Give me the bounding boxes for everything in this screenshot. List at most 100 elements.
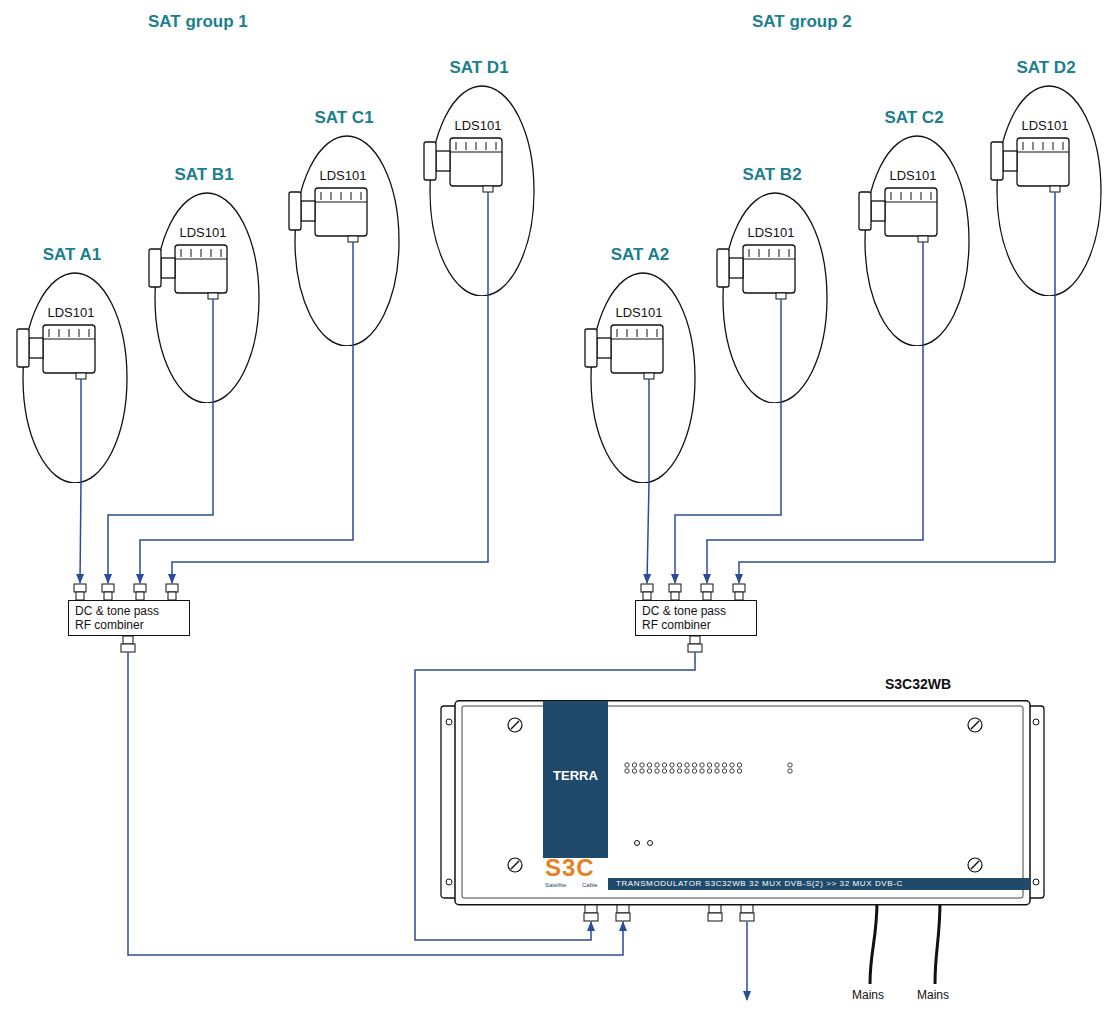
f-connector-nut bbox=[740, 913, 754, 921]
lnb-neck bbox=[729, 258, 743, 278]
lnb-output bbox=[348, 236, 358, 242]
status-led bbox=[788, 763, 792, 767]
status-led bbox=[647, 769, 651, 773]
dish-heading: SAT D2 bbox=[987, 58, 1105, 78]
f-connector-body bbox=[671, 592, 679, 600]
lnb-body bbox=[611, 325, 663, 373]
status-led bbox=[692, 769, 696, 773]
lnb-output bbox=[208, 293, 218, 299]
f-connector-nut bbox=[701, 584, 713, 592]
lnb-body bbox=[743, 245, 795, 293]
lnb-neck bbox=[301, 201, 315, 221]
lnb-model: LDS101 bbox=[293, 168, 393, 183]
lnb-rib bbox=[1063, 142, 1064, 150]
lnb-rib bbox=[657, 329, 658, 337]
status-led bbox=[722, 763, 726, 767]
lnb-rib bbox=[49, 329, 50, 337]
group-label: Mains bbox=[852, 988, 884, 1002]
lnb-rib bbox=[59, 329, 60, 337]
satellite-dish: SAT D2 LDS101 bbox=[987, 58, 1105, 296]
lnb-horn bbox=[17, 329, 29, 367]
lnb-rib bbox=[617, 329, 618, 337]
status-led bbox=[635, 841, 640, 846]
lnb-horn bbox=[149, 249, 161, 287]
lnb-rib bbox=[1023, 142, 1024, 150]
lnb-cable bbox=[352, 242, 354, 346]
dish-reflector bbox=[591, 273, 695, 483]
lnb-seam bbox=[1017, 152, 1069, 153]
f-connector-nut bbox=[166, 584, 178, 592]
status-led bbox=[632, 763, 636, 767]
screw-slot bbox=[971, 721, 979, 729]
lnb-seam bbox=[315, 202, 367, 203]
f-connector-body bbox=[643, 592, 651, 600]
lnb-rib bbox=[647, 329, 648, 337]
mounting-hole bbox=[446, 719, 452, 725]
satellite-dish: SAT B2LDS101 bbox=[713, 165, 831, 403]
dish-heading: SAT D1 bbox=[420, 58, 538, 78]
status-led bbox=[707, 769, 711, 773]
screw bbox=[508, 718, 522, 732]
dish-drawing bbox=[285, 108, 403, 346]
lnb-body bbox=[450, 138, 502, 186]
dish-drawing bbox=[987, 58, 1105, 296]
status-led bbox=[700, 763, 704, 767]
status-led bbox=[670, 769, 674, 773]
f-connector-nut bbox=[688, 644, 702, 652]
screw bbox=[968, 858, 982, 872]
status-led bbox=[655, 769, 659, 773]
f-connector-nut bbox=[616, 913, 630, 921]
lnb-rib bbox=[191, 249, 192, 257]
lnb-rib bbox=[181, 249, 182, 257]
f-connector-body bbox=[735, 592, 743, 600]
f-connector-nut bbox=[669, 584, 681, 592]
f-connector-body bbox=[703, 592, 711, 600]
lnb-rib bbox=[321, 192, 322, 200]
f-connector-nut bbox=[74, 584, 86, 592]
lnb-seam bbox=[611, 339, 663, 340]
status-led bbox=[722, 769, 726, 773]
screw bbox=[968, 718, 982, 732]
lnb-output bbox=[776, 293, 786, 299]
f-connector-body bbox=[585, 905, 597, 913]
lnb-rib bbox=[759, 249, 760, 257]
screw-slot bbox=[971, 861, 979, 869]
lnb-rib bbox=[637, 329, 638, 337]
coax-connector bbox=[80, 483, 81, 583]
dish-heading: SAT A2 bbox=[581, 245, 699, 265]
group-label: SAT group 2 bbox=[752, 12, 852, 32]
lnb-rib bbox=[211, 249, 212, 257]
lnb-rib bbox=[69, 329, 70, 337]
lnb-rib bbox=[769, 249, 770, 257]
status-led bbox=[685, 763, 689, 767]
status-led bbox=[788, 769, 792, 773]
status-led bbox=[625, 769, 629, 773]
f-connector-body bbox=[709, 905, 721, 913]
lnb-neck bbox=[871, 201, 885, 221]
lnb-cable bbox=[648, 379, 650, 483]
coax-connector bbox=[707, 346, 923, 583]
lnb-horn bbox=[424, 142, 436, 180]
lnb-neck bbox=[436, 151, 450, 171]
dish-reflector bbox=[23, 273, 127, 483]
lnb-rib bbox=[331, 192, 332, 200]
lnb-seam bbox=[43, 339, 95, 340]
status-led bbox=[632, 769, 636, 773]
lnb-body bbox=[885, 188, 937, 236]
lnb-rib bbox=[931, 192, 932, 200]
status-led bbox=[685, 769, 689, 773]
status-led bbox=[677, 763, 681, 767]
lnb-model: LDS101 bbox=[995, 118, 1095, 133]
f-connector-body bbox=[690, 636, 700, 644]
lnb-horn bbox=[991, 142, 1003, 180]
lnb-seam bbox=[743, 259, 795, 260]
lnb-rib bbox=[901, 192, 902, 200]
mounting-hole bbox=[1033, 719, 1039, 725]
lnb-rib bbox=[351, 192, 352, 200]
mounting-hole bbox=[446, 879, 452, 885]
dish-heading: SAT C2 bbox=[855, 108, 973, 128]
combiner-box: DC & tone pass RF combiner bbox=[635, 600, 757, 636]
f-connector-nut bbox=[121, 644, 135, 652]
transmodulator-housing bbox=[440, 700, 1045, 922]
